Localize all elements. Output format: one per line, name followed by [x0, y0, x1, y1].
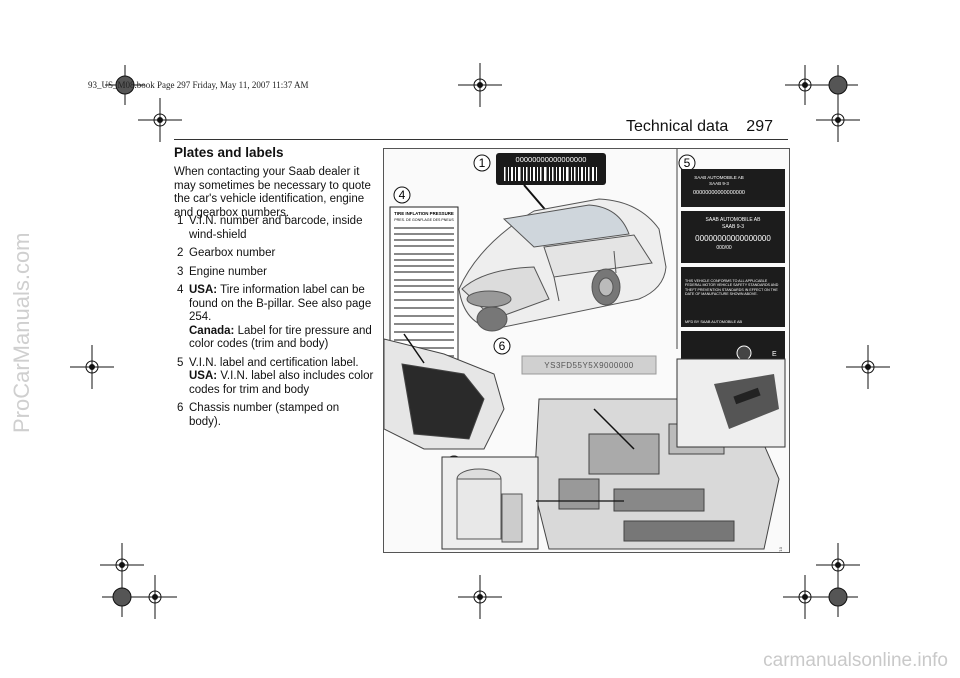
svg-text:6: 6 [499, 339, 506, 353]
book-info-line: 93_US_M08.book Page 297 Friday, May 11, … [88, 80, 309, 90]
door-pillar-illustration [384, 333, 505, 450]
running-header: Technical data 297 [626, 118, 773, 136]
svg-text:PRES. DE GONFLAGE DES PNEUS: PRES. DE GONFLAGE DES PNEUS [394, 218, 454, 222]
vin-plate-number: 00000000000000000 [516, 155, 587, 164]
figure-id: IM7710 [778, 546, 783, 552]
cert-text: THIS VEHICLE CONFORMS TO ALL APPLICABLE … [685, 279, 779, 297]
car-illustration [458, 198, 667, 332]
svg-text:4: 4 [399, 188, 406, 202]
header-title: Technical data [626, 118, 729, 135]
engine-number-inset [441, 456, 624, 550]
tire-info-label: TIRE INFLATION PRESSURE PRES. DE GONFLAG… [389, 206, 459, 364]
section-title: Plates and labels [174, 145, 284, 160]
svg-text:SAAB 9-3: SAAB 9-3 [722, 224, 744, 230]
svg-text:5: 5 [684, 156, 691, 170]
chassis-stamp: YS3FD55Y5X9000000 [521, 355, 657, 375]
footer-watermark: carmanualsonline.info [763, 650, 948, 671]
vin-plate: 00000000000000000 [496, 153, 606, 185]
svg-text:00000000000000000: 00000000000000000 [693, 190, 745, 196]
svg-text:000/00: 000/00 [716, 245, 732, 251]
side-watermark: ProCarManuals.com [9, 232, 34, 433]
svg-text:E: E [772, 351, 777, 358]
svg-text:SAAB AUTOMOBILE AB: SAAB AUTOMOBILE AB [694, 175, 743, 180]
svg-text:MFD BY SAAB AUTOMOBILE AB: MFD BY SAAB AUTOMOBILE AB [685, 320, 743, 324]
header-rule [174, 139, 788, 140]
vin-label-panel: SAAB AUTOMOBILE AB SAAB 9-3 000000000000… [681, 169, 785, 381]
svg-text:YS3FD55Y5X9000000: YS3FD55Y5X9000000 [544, 361, 634, 370]
gearbox-inset [676, 358, 786, 448]
intro-paragraph: When contacting your Saab dealer it may … [174, 166, 371, 219]
svg-text:1: 1 [479, 156, 486, 170]
svg-text:SAAB AUTOMOBILE AB: SAAB AUTOMOBILE AB [706, 217, 762, 223]
svg-text:00000000000000000: 00000000000000000 [695, 234, 771, 243]
figure-illustration: 00000000000000000 1 2 3 4 5 6 [384, 149, 786, 552]
page-number: 297 [746, 118, 773, 135]
svg-text:TIRE INFLATION PRESSURE: TIRE INFLATION PRESSURE [394, 211, 454, 216]
svg-text:SAAB 9-3: SAAB 9-3 [709, 181, 729, 186]
plates-labels-figure: 00000000000000000 1 2 3 4 5 6 [383, 148, 790, 553]
